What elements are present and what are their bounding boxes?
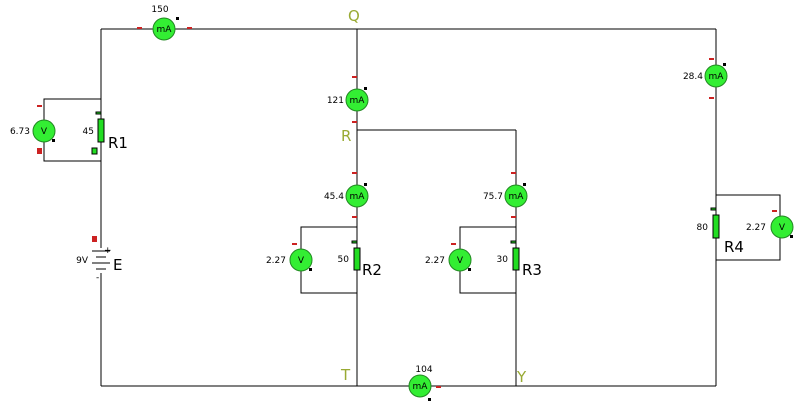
resistor-r1-value: 45 xyxy=(83,127,94,137)
resistor-r4-value: 80 xyxy=(697,223,709,233)
resistor-r4-name: R4 xyxy=(724,238,744,256)
node-r-label: R xyxy=(341,127,351,145)
node-t-label: T xyxy=(340,366,351,384)
ammeter-r2[interactable]: mA 45.4 xyxy=(324,172,369,218)
ammeter-r2-value: 45.4 xyxy=(324,192,344,202)
ammeter-r4-unit: mA xyxy=(709,72,725,82)
voltmeter-r3-value: 2.27 xyxy=(425,256,445,266)
battery-voltage: 9V xyxy=(76,256,89,266)
battery-e[interactable]: + - 9V E xyxy=(76,236,122,283)
ammeter-r3[interactable]: mA 75.7 xyxy=(483,172,528,218)
battery-plus-sign: + xyxy=(104,246,112,256)
voltmeter-r4[interactable]: V 2.27 xyxy=(746,210,794,239)
ammeter-r4-value: 28.4 xyxy=(683,72,703,82)
ammeter-r4[interactable]: mA 28.4 xyxy=(683,58,728,99)
voltmeter-r1-value: 6.73 xyxy=(10,127,30,137)
ammeter-ty-value: 104 xyxy=(415,365,432,375)
resistor-r3-value: 30 xyxy=(497,255,509,265)
voltmeter-r4-unit: V xyxy=(779,223,786,233)
resistor-r2[interactable]: 50 R2 xyxy=(338,240,382,279)
resistor-r4[interactable]: 80 R4 xyxy=(697,207,744,256)
ammeter-qr-value: 121 xyxy=(327,96,344,106)
voltmeter-r2-unit: V xyxy=(298,256,305,266)
ammeter-main-unit: mA xyxy=(157,25,173,35)
ammeter-qr-unit: mA xyxy=(350,96,366,106)
ammeter-r2-unit: mA xyxy=(350,192,366,202)
ammeter-main[interactable]: mA 150 xyxy=(137,5,192,41)
resistor-r1-name: R1 xyxy=(108,134,128,152)
voltmeter-r2-value: 2.27 xyxy=(266,256,286,266)
voltmeter-r4-value: 2.27 xyxy=(746,223,766,233)
wires xyxy=(43,28,781,387)
voltmeter-r3[interactable]: V 2.27 xyxy=(425,243,472,272)
ammeter-ty[interactable]: mA 104 xyxy=(408,365,441,401)
battery-name: E xyxy=(113,256,122,274)
ammeter-ty-unit: mA xyxy=(413,382,429,392)
node-y-label: Y xyxy=(516,368,527,386)
resistor-r3-name: R3 xyxy=(522,261,542,279)
ammeter-main-value: 150 xyxy=(151,5,168,15)
resistor-r2-value: 50 xyxy=(338,255,350,265)
resistor-r3[interactable]: 30 R3 xyxy=(497,240,542,279)
voltmeter-r3-unit: V xyxy=(457,256,464,266)
voltmeter-r1-unit: V xyxy=(41,127,48,137)
resistor-r2-name: R2 xyxy=(362,261,382,279)
ammeter-r3-unit: mA xyxy=(509,192,525,202)
node-q-label: Q xyxy=(348,7,360,25)
ammeter-qr[interactable]: mA 121 xyxy=(327,76,369,123)
voltmeter-r1[interactable]: V 6.73 xyxy=(10,105,56,154)
ammeter-r3-value: 75.7 xyxy=(483,192,503,202)
voltmeter-r2[interactable]: V 2.27 xyxy=(266,243,313,272)
resistor-r1[interactable]: 45 R1 xyxy=(83,111,128,155)
battery-minus-sign: - xyxy=(96,273,99,283)
